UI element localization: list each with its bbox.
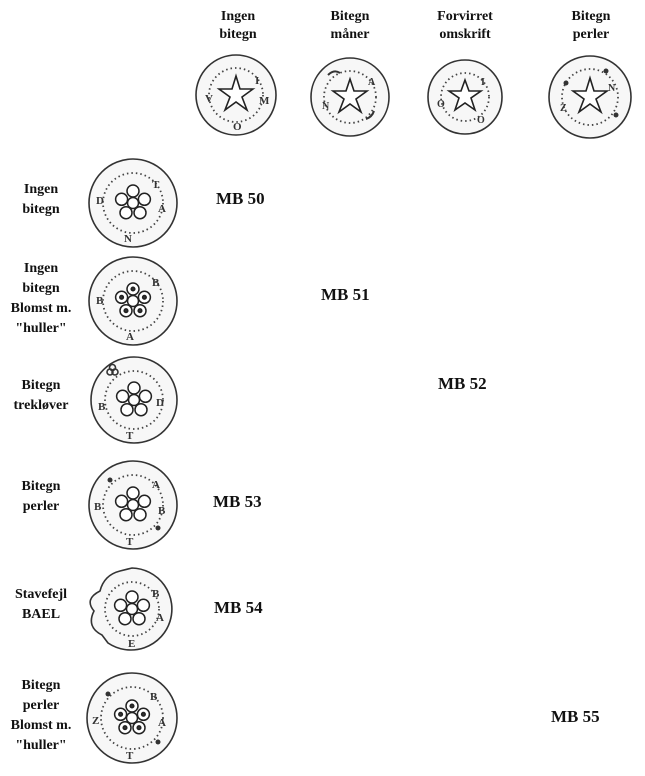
cell-label-mb-50: MB 50: [216, 189, 265, 208]
svg-text:Z: Z: [560, 103, 567, 114]
svg-text:B: B: [96, 295, 104, 307]
coin-flower-blomst-huller: B A B: [86, 254, 180, 348]
svg-text:N: N: [124, 233, 132, 245]
coin-star-forvirret-omskrift: I O O: [425, 57, 505, 137]
row-label-stavefejl-bael: Stavefejl BAEL: [14, 587, 68, 622]
row-label-ingen-bitegn-blomst-huller: Ingen bitegn Blomst m. "huller": [10, 261, 72, 336]
coin-star-bitegn-perler: N Z: [546, 53, 634, 141]
cell-label-mb-52: MB 52: [438, 374, 487, 393]
row-label-bitegn-perler: Bitegn perler: [21, 479, 61, 514]
svg-text:T: T: [126, 536, 134, 548]
svg-text:E: E: [128, 638, 135, 650]
row-label-bitegn-perler-blomst-huller: Bitegn perler Blomst m. "huller": [10, 678, 72, 753]
svg-text:I: I: [481, 77, 485, 88]
column-header-ingen-bitegn: Ingen bitegn: [219, 9, 257, 42]
svg-text:Z: Z: [92, 715, 99, 727]
svg-text:D: D: [156, 397, 164, 409]
cell-label-mb-55: MB 55: [551, 707, 600, 726]
column-header-bitegn-perler: Bitegn perler: [571, 9, 611, 42]
column-header-bitegn-maner: Bitegn måner: [330, 9, 370, 42]
coin-flower-perler: A B T B: [86, 458, 180, 552]
coin-star-ingen-bitegn: I M O V: [193, 52, 279, 138]
column-header-forvirret-omskrift: Forvirret omskrift: [437, 9, 493, 42]
svg-text:B: B: [94, 501, 102, 513]
svg-text:A: A: [158, 717, 166, 729]
cell-label-mb-53: MB 53: [213, 492, 262, 511]
svg-text:T: T: [126, 750, 134, 762]
svg-text:I: I: [255, 75, 259, 87]
svg-text:T: T: [126, 430, 134, 442]
svg-text:A: A: [368, 77, 376, 88]
svg-text:N: N: [608, 83, 616, 94]
svg-text:B: B: [152, 588, 160, 600]
coin-flower-ingen-bitegn: T A N D: [86, 156, 180, 250]
svg-text:M: M: [259, 95, 270, 107]
cell-label-mb-51: MB 51: [321, 285, 370, 304]
svg-text:B: B: [98, 401, 106, 413]
coin-flower-treklover: D T B: [88, 354, 180, 446]
svg-text:B: B: [152, 277, 160, 289]
svg-text:V: V: [205, 93, 213, 105]
cell-label-mb-54: MB 54: [214, 598, 263, 617]
row-label-ingen-bitegn: Ingen bitegn: [22, 182, 60, 217]
svg-text:B: B: [158, 505, 166, 517]
coin-flower-stavefejl: B A E: [80, 565, 176, 653]
svg-text:A: A: [126, 331, 134, 343]
coin-flower-perler-blomst-huller: B A T Z: [84, 670, 180, 766]
svg-text:O: O: [437, 99, 445, 110]
svg-text:A: A: [158, 203, 166, 215]
svg-text:O: O: [233, 121, 242, 133]
svg-text:N: N: [322, 101, 330, 112]
svg-text:O: O: [477, 115, 485, 126]
coin-star-bitegn-maner: A N: [308, 55, 392, 139]
svg-text:T: T: [152, 179, 160, 191]
row-label-bitegn-treklover: Bitegn trekløver: [13, 378, 69, 413]
svg-text:D: D: [96, 195, 104, 207]
svg-text:A: A: [156, 612, 164, 624]
svg-text:A: A: [152, 479, 160, 491]
svg-text:B: B: [150, 691, 158, 703]
